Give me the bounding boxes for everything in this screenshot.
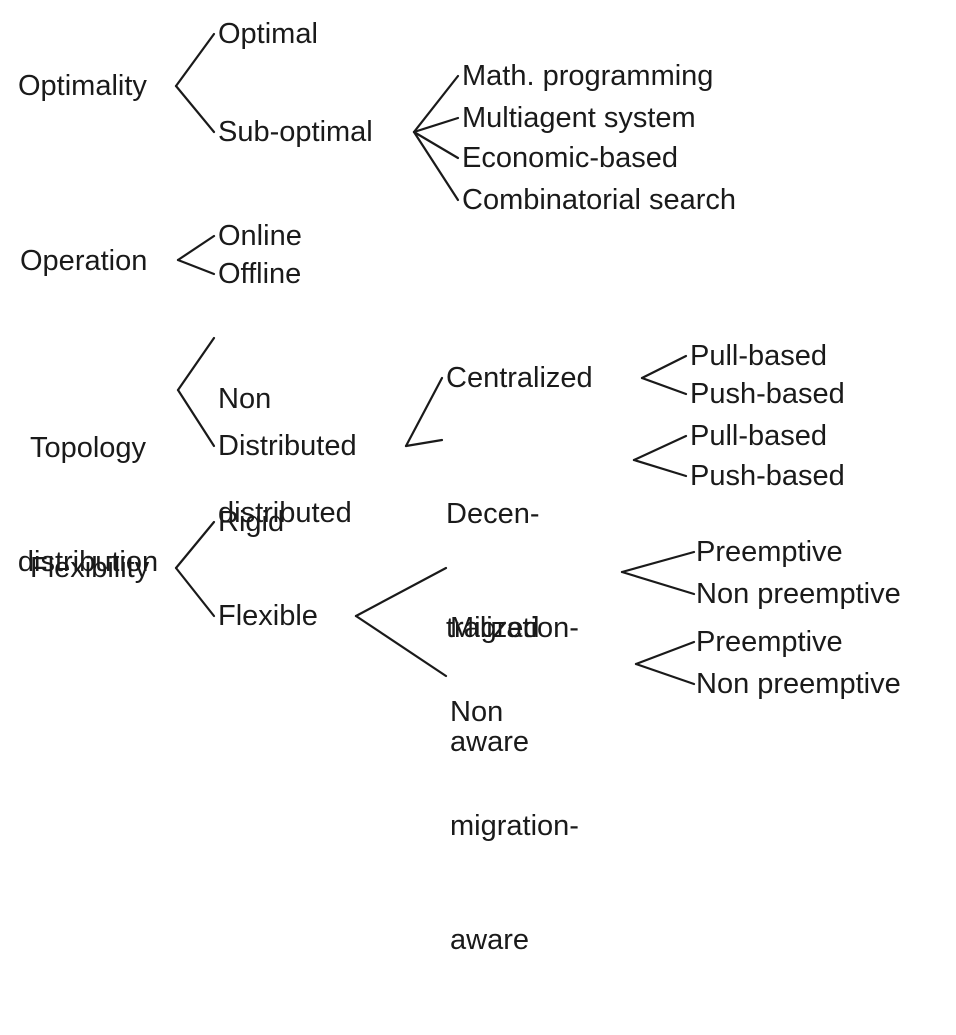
edge-suboptimal-multiagent — [412, 116, 460, 134]
distributed-label: Distributed — [218, 430, 357, 462]
sub-optimal-label: Sub-optimal — [218, 116, 373, 148]
non-migration-non-preemptive-label: Non preemptive — [696, 668, 901, 700]
edge-nonmigration-preemptive — [634, 640, 696, 666]
centralized-label: Centralized — [446, 362, 593, 394]
edge-topology-distributed — [176, 388, 216, 448]
edge-migration-nonpreemptive — [620, 570, 696, 596]
edge-decentralized-push — [632, 458, 688, 478]
edge-distributed-centralized — [404, 376, 444, 448]
centralized-push-based-label: Push-based — [690, 378, 845, 410]
decentralized-push-based-label: Push-based — [690, 460, 845, 492]
online-label: Online — [218, 220, 302, 252]
edge-topology-nondistributed — [176, 336, 216, 392]
non-migration-aware-line1: Non — [450, 696, 504, 728]
edge-decentralized-pull — [632, 434, 688, 462]
non-migration-aware-line3: aware — [450, 924, 529, 956]
connector-lines — [174, 32, 696, 686]
decentralized-label: Decen- tralized — [446, 419, 540, 723]
migration-preemptive-label: Preemptive — [696, 536, 843, 568]
topology-distribution-label: Topology distribution — [2, 353, 174, 657]
flexibility-label: Flexibility — [30, 552, 150, 584]
edge-flexible-migration — [354, 566, 448, 618]
combinatorial-search-label: Combinatorial search — [462, 184, 737, 216]
decentralized-line2: tralized — [446, 612, 540, 644]
centralized-pull-based-label: Pull-based — [690, 340, 828, 372]
non-distributed-label: Non distributed — [218, 304, 352, 608]
edge-migration-preemptive — [620, 550, 696, 574]
decentralized-line1: Decen- — [446, 498, 540, 530]
economic-based-label: Economic-based — [462, 142, 678, 174]
edge-flexible-nonmigration — [354, 614, 448, 678]
edge-suboptimal-math — [412, 74, 460, 134]
edge-operation-online — [176, 234, 216, 262]
migration-aware-line1: Migration- — [450, 612, 579, 644]
optimality-label: Optimality — [18, 70, 147, 102]
edge-suboptimal-combinatorial — [412, 130, 460, 202]
edge-operation-offline — [176, 258, 216, 276]
non-distributed-line2: distributed — [218, 497, 352, 529]
non-distributed-line1: Non — [218, 383, 272, 415]
edge-distributed-decentralized — [404, 438, 444, 448]
non-migration-preemptive-label: Preemptive — [696, 626, 843, 658]
edge-flexibility-flexible — [174, 566, 216, 618]
optimal-label: Optimal — [218, 18, 318, 50]
edge-flexibility-rigid — [174, 520, 216, 570]
edge-centralized-push — [640, 376, 688, 396]
decentralized-pull-based-label: Pull-based — [690, 420, 828, 452]
edge-optimality-optimal — [174, 32, 216, 88]
edge-optimality-suboptimal — [174, 84, 216, 134]
topology-label-line2: distribution — [17, 546, 159, 578]
edge-suboptimal-economic — [412, 130, 460, 160]
math-programming-label: Math. programming — [462, 60, 714, 92]
migration-non-preemptive-label: Non preemptive — [696, 578, 901, 610]
rigid-label: Rigid — [218, 506, 285, 538]
offline-label: Offline — [218, 258, 302, 290]
multiagent-system-label: Multiagent system — [462, 102, 696, 134]
non-migration-aware-label: Non migration- aware — [450, 617, 579, 1035]
non-migration-aware-line2: migration- — [450, 810, 579, 842]
topology-label-line1: Topology — [29, 432, 147, 464]
taxonomy-diagram: Optimality Optimal Sub-optimal Math. pro… — [2, 18, 901, 956]
edge-centralized-pull — [640, 354, 688, 380]
edge-nonmigration-nonpreemptive — [634, 662, 696, 686]
flexible-label: Flexible — [218, 600, 318, 632]
operation-label: Operation — [20, 245, 148, 277]
